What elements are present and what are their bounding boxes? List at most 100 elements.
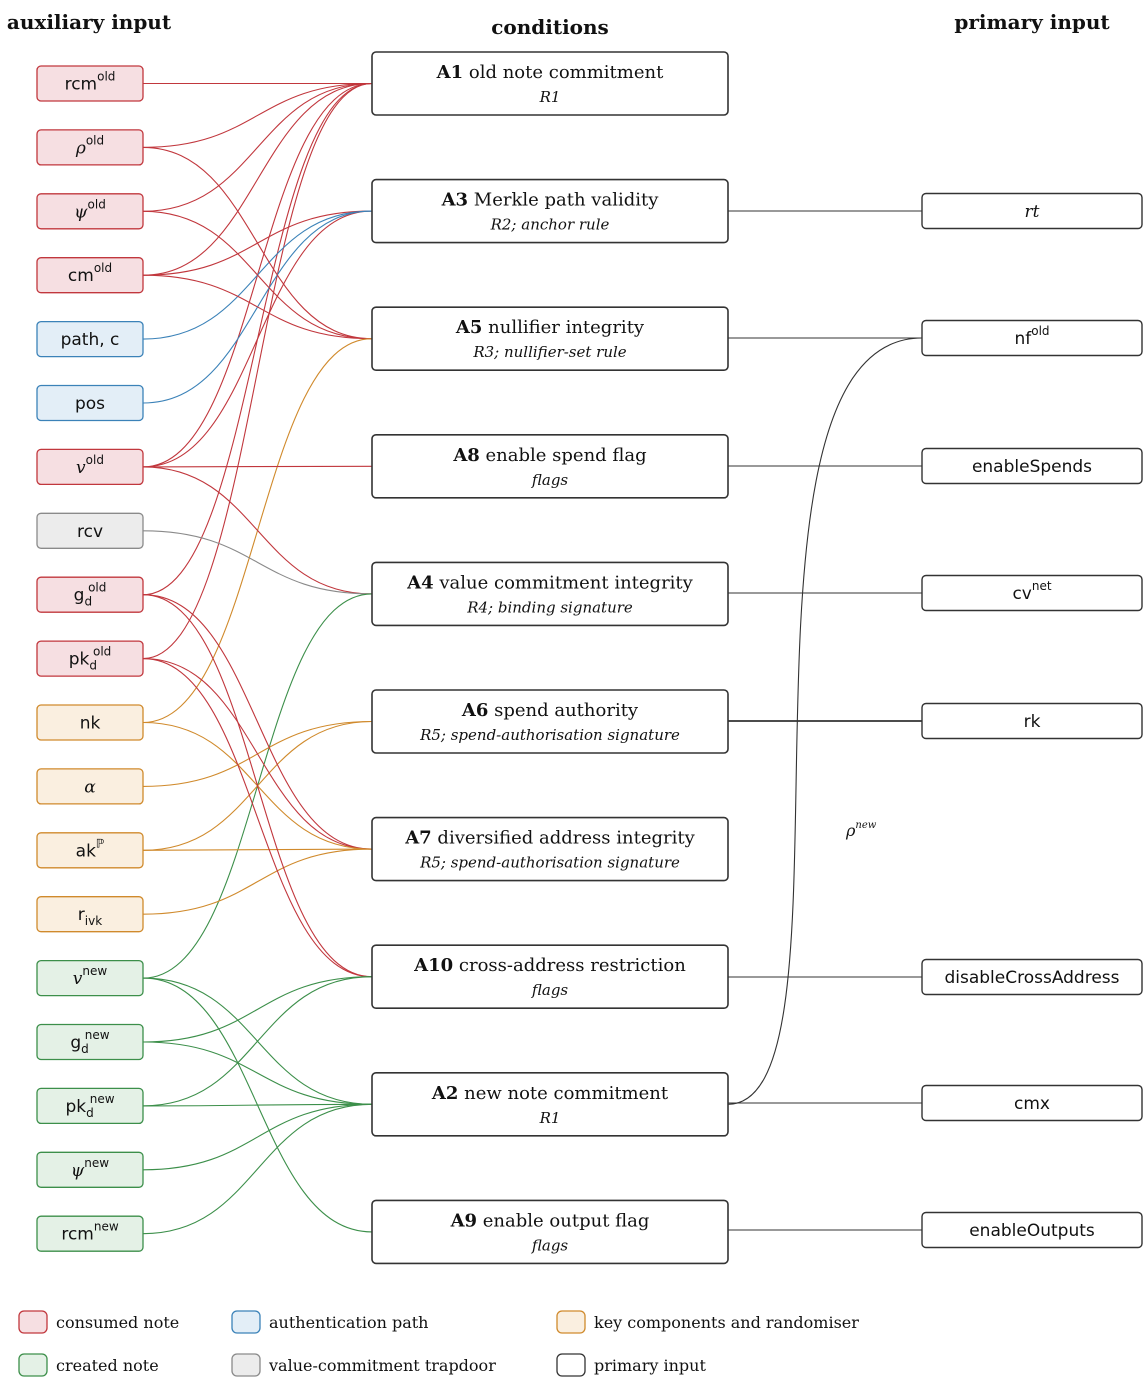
edges-layer: ρnew	[142, 82, 923, 1235]
aux-node-rcv-box	[36, 512, 144, 549]
primary-node-enableOutputs-box	[921, 1211, 1143, 1249]
edge-ak_P-to-A7	[142, 848, 373, 851]
condition-A10-id: A10	[413, 955, 453, 976]
aux-node-gd_new-label: gdnew	[70, 1028, 109, 1056]
aux-node-path_c-label-base: path, c	[61, 330, 120, 350]
primary-node-enableSpends-label: enableSpends	[972, 457, 1092, 477]
aux-node-psi_new-label-base: ψ	[71, 1161, 85, 1181]
condition-A5-name: nullifier integrity	[482, 317, 645, 338]
legend-label-orange: key components and randomiser	[594, 1313, 859, 1332]
aux-node-rcv-label: rcv	[77, 522, 103, 542]
aux-node-psi_new-label-sup: new	[84, 1156, 109, 1170]
aux-node-nk-label-base: nk	[80, 714, 101, 734]
primary-node-rt-box	[921, 192, 1143, 230]
condition-A7-rule: R5; spend-authorisation signature	[419, 854, 680, 872]
rho-new-label: ρnew	[845, 820, 877, 840]
aux-node-gd_old-label-sup: old	[88, 581, 106, 595]
aux-node-v_old-box	[36, 448, 144, 486]
primary-node-nf_old: nfold	[921, 319, 1143, 357]
condition-A4-title: A4 value commitment integrity	[406, 572, 694, 593]
aux-node-ak_P-label-sup: ℙ	[96, 836, 104, 850]
primary-node-cv_net-label: cvnet	[1012, 579, 1051, 604]
primary-node-rk-label: rk	[1024, 712, 1041, 732]
aux-node-gd_old-box	[36, 576, 144, 613]
legend-label-blue: authentication path	[269, 1313, 428, 1332]
aux-node-ak_P-label: akℙ	[76, 836, 105, 861]
condition-A5-rule: R3; nullifier-set rule	[472, 343, 626, 361]
condition-A8-title: A8 enable spend flag	[452, 445, 646, 466]
aux-node-r_ivk-label-sub: ivk	[85, 914, 102, 928]
primary-node-disableCrossAddress-label-base: disableCrossAddress	[944, 968, 1119, 988]
primary-node-rk: rk	[921, 702, 1143, 740]
aux-node-gd_new-box	[36, 1023, 144, 1061]
condition-A10-box	[371, 944, 729, 1010]
primary-node-rk-box	[921, 702, 1143, 740]
legend-item-black: primary input	[556, 1353, 706, 1377]
primary-node-disableCrossAddress: disableCrossAddress	[921, 958, 1143, 996]
aux-node-psi_old: ψold	[36, 193, 144, 230]
condition-A6-id: A6	[461, 700, 489, 721]
legend-swatch-green	[18, 1353, 48, 1377]
aux-node-pkd_old-label-base: pk	[69, 650, 90, 670]
condition-A2-title: A2 new note commitment	[431, 1083, 669, 1104]
aux-node-cm_old: cmold	[36, 257, 144, 294]
condition-A9-id: A9	[450, 1210, 478, 1231]
aux-node-r_ivk-label-base: r	[78, 905, 85, 925]
condition-A2-id: A2	[431, 1083, 459, 1104]
aux-node-pkd_new: pkdnew	[36, 1087, 144, 1125]
edge-pkd_old-to-A7	[142, 658, 373, 850]
aux-node-gd_new-label-sup: new	[85, 1028, 110, 1042]
condition-A4-box	[371, 561, 729, 627]
legend-swatch-red	[18, 1310, 48, 1334]
aux-node-v_new-box	[36, 959, 144, 997]
edge-pkd_old-to-A1	[142, 82, 373, 660]
aux-node-ak_P-box	[36, 832, 144, 869]
header-conditions: conditions	[491, 15, 609, 39]
primary-node-nf_old-label-sup: old	[1031, 324, 1049, 338]
aux-node-rho_old-label: ρold	[75, 133, 104, 158]
condition-A7-id: A7	[404, 828, 432, 849]
header-auxiliary-input: auxiliary input	[7, 10, 172, 34]
aux-node-rcm_old: rcmold	[36, 65, 144, 102]
aux-node-v_new: vnew	[36, 959, 144, 997]
edge-v_old-to-A8	[142, 465, 373, 468]
condition-A4-name: value commitment integrity	[434, 572, 694, 593]
edge-rho_old-to-A1	[142, 82, 373, 148]
condition-A6-rule: R5; spend-authorisation signature	[419, 726, 680, 744]
primary-node-enableOutputs-label: enableOutputs	[969, 1221, 1095, 1241]
edge-gd_old-to-A7	[142, 594, 373, 850]
edge-rho_old-to-A5	[142, 146, 373, 340]
edge-v_new-to-A9	[142, 977, 373, 1233]
aux-node-pkd_new-label: pkdnew	[65, 1092, 114, 1120]
aux-node-rcm_old-label-base: rcm	[65, 75, 98, 95]
aux-node-alpha: α	[36, 768, 144, 805]
edge-psi_new-to-A2	[142, 1103, 373, 1171]
condition-A9-rule: flags	[531, 1236, 569, 1254]
aux-node-pkd_old-label-sup: old	[93, 645, 111, 659]
primary-node-disableCrossAddress-label: disableCrossAddress	[944, 968, 1119, 988]
legend-item-red: consumed note	[18, 1310, 179, 1334]
primary-node-nf_old-box	[921, 319, 1143, 357]
condition-A5-id: A5	[455, 317, 483, 338]
aux-node-r_ivk-box	[36, 896, 144, 933]
legend-label-gray: value-commitment trapdoor	[268, 1356, 496, 1375]
aux-node-rcm_new-label-base: rcm	[61, 1225, 94, 1245]
aux-node-gd_old-label-base: g	[74, 586, 85, 606]
condition-A1-name: old note commitment	[463, 62, 664, 83]
aux-node-pkd_old: pkdold	[36, 640, 144, 677]
aux-node-rcm_new-label-sup: new	[94, 1220, 119, 1234]
aux-node-gd_new-label-sub: d	[81, 1042, 89, 1056]
primary-node-enableSpends-label-base: enableSpends	[972, 457, 1092, 477]
legend-label-black: primary input	[594, 1356, 706, 1375]
rho-new-label-sup: new	[855, 820, 876, 831]
condition-A8-box	[371, 433, 729, 499]
aux-node-gd_new: gdnew	[36, 1023, 144, 1061]
